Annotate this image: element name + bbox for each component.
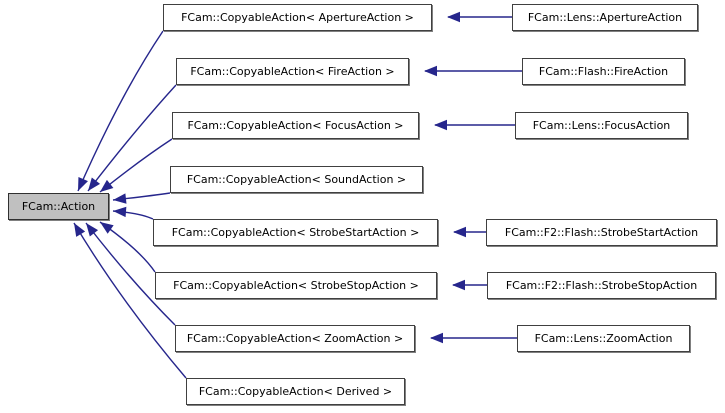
inheritance-arrowhead <box>430 332 443 344</box>
class-node-label: FCam::CopyableAction< Derived > <box>198 385 393 398</box>
class-node-label: FCam::CopyableAction< StrobeStopAction > <box>173 279 419 292</box>
class-node-label: FCam::F2::Flash::StrobeStopAction <box>505 279 698 292</box>
class-node-label: FCam::CopyableAction< FireAction > <box>190 65 395 78</box>
inheritance-arrowhead <box>453 226 466 238</box>
inheritance-arrowhead <box>86 223 99 237</box>
class-node-template[interactable]: FCam::CopyableAction< ApertureAction > <box>163 4 432 31</box>
class-node-template[interactable]: FCam::CopyableAction< SoundAction > <box>170 166 423 193</box>
class-node-label: FCam::Lens::ZoomAction <box>534 332 673 345</box>
class-node-derived[interactable]: FCam::Lens::ApertureAction <box>512 4 698 31</box>
inheritance-arrowhead <box>74 223 86 237</box>
class-node-label: FCam::Lens::FocusAction <box>532 119 671 132</box>
class-node-label: FCam::CopyableAction< FocusAction > <box>187 119 404 132</box>
inheritance-arrowhead <box>113 206 127 218</box>
class-node-label: FCam::CopyableAction< ApertureAction > <box>181 11 414 24</box>
class-node-label: FCam::F2::Flash::StrobeStartAction <box>504 226 699 239</box>
class-node-derived[interactable]: FCam::Lens::FocusAction <box>515 112 688 139</box>
inheritance-arrowhead <box>100 222 114 234</box>
class-node-template[interactable]: FCam::CopyableAction< FireAction > <box>176 58 409 85</box>
class-node-template[interactable]: FCam::CopyableAction< StrobeStopAction > <box>155 272 437 299</box>
inheritance-arrowhead <box>424 65 437 77</box>
inheritance-arrowhead <box>113 193 127 204</box>
class-node-label: FCam::Flash::FireAction <box>538 65 669 78</box>
class-node-derived[interactable]: FCam::Flash::FireAction <box>522 58 685 85</box>
class-node-root[interactable]: FCam::Action <box>8 193 109 220</box>
class-node-label: FCam::CopyableAction< SoundAction > <box>186 173 407 186</box>
class-node-template[interactable]: FCam::CopyableAction< ZoomAction > <box>175 325 415 352</box>
inheritance-edge <box>77 30 164 192</box>
class-node-label: FCam::Lens::ApertureAction <box>527 11 683 24</box>
inheritance-edge <box>99 138 173 193</box>
class-node-derived[interactable]: FCam::Lens::ZoomAction <box>517 325 690 352</box>
class-node-derived[interactable]: FCam::F2::Flash::StrobeStartAction <box>486 219 717 246</box>
inheritance-arrowhead <box>447 11 460 23</box>
inheritance-arrowhead <box>88 177 101 191</box>
class-node-label: FCam::CopyableAction< StrobeStartAction … <box>171 226 420 239</box>
class-node-template[interactable]: FCam::CopyableAction< FocusAction > <box>172 112 419 139</box>
class-node-template[interactable]: FCam::CopyableAction< StrobeStartAction … <box>153 219 438 246</box>
class-node-derived[interactable]: FCam::F2::Flash::StrobeStopAction <box>487 272 716 299</box>
inheritance-arrowhead <box>434 119 447 131</box>
class-node-label: FCam::CopyableAction< ZoomAction > <box>186 332 404 345</box>
class-node-template[interactable]: FCam::CopyableAction< Derived > <box>186 378 405 405</box>
inheritance-edge <box>112 192 171 201</box>
inheritance-edge <box>112 210 154 220</box>
class-node-label: FCam::Action <box>21 200 96 213</box>
inheritance-edge <box>87 84 177 192</box>
inheritance-edge <box>99 221 156 273</box>
inheritance-edge <box>73 222 187 379</box>
inheritance-arrowhead <box>78 177 88 191</box>
inheritance-arrowhead <box>452 279 465 291</box>
